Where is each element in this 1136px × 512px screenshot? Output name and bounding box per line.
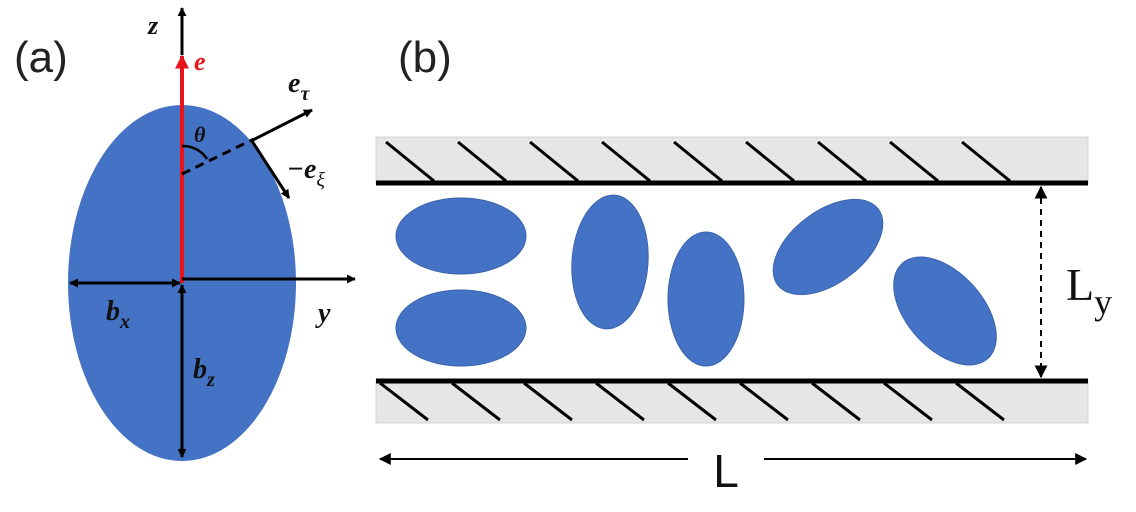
hatch-line <box>529 140 579 183</box>
panel-b-label: (b) <box>398 33 452 82</box>
hatch-line <box>739 381 789 422</box>
e-tau-vector <box>250 108 313 143</box>
theta-arc <box>181 144 209 160</box>
bottom-wall <box>375 378 1089 424</box>
e-tau-label: eτ <box>288 68 310 105</box>
hatch-line <box>817 140 867 183</box>
panel-a: (a) z e y θ eτ −eξ bx bz <box>14 7 356 461</box>
y-axis-label: y <box>315 298 331 329</box>
particle <box>571 194 649 330</box>
hatch-line <box>379 381 429 422</box>
hatch-line <box>601 140 651 183</box>
e-xi-vector <box>250 140 291 199</box>
panel-b: (b) Ly L <box>375 33 1112 497</box>
panel-a-label: (a) <box>14 33 68 82</box>
particles <box>395 194 997 367</box>
top-wall <box>375 136 1089 186</box>
hatch-line <box>595 381 645 422</box>
hatch-line <box>385 140 435 183</box>
hatch-line <box>955 381 1005 422</box>
theta-label: θ <box>194 122 206 147</box>
particle <box>395 289 527 367</box>
particle <box>395 197 527 275</box>
e-xi-label: −eξ <box>287 154 325 191</box>
bz-label: bz <box>193 354 215 391</box>
particle <box>667 231 745 367</box>
ly-label: Ly <box>1066 259 1112 322</box>
hatch-line <box>457 140 507 183</box>
hatch-line <box>667 381 717 422</box>
hatch-line <box>883 381 933 422</box>
particle <box>772 198 884 296</box>
hatch-line <box>961 140 1011 183</box>
hatch-line <box>811 381 861 422</box>
hatch-line <box>745 140 795 183</box>
particle <box>893 256 997 366</box>
z-axis-label: z <box>147 11 159 40</box>
hatch-line <box>673 140 723 183</box>
bx-label: bx <box>106 296 130 333</box>
hatch-line <box>889 140 939 183</box>
hatch-line <box>451 381 501 422</box>
director-label: e <box>194 47 206 76</box>
hatch-line <box>523 381 573 422</box>
l-label: L <box>713 445 739 497</box>
normal-dashed-line <box>181 137 255 176</box>
